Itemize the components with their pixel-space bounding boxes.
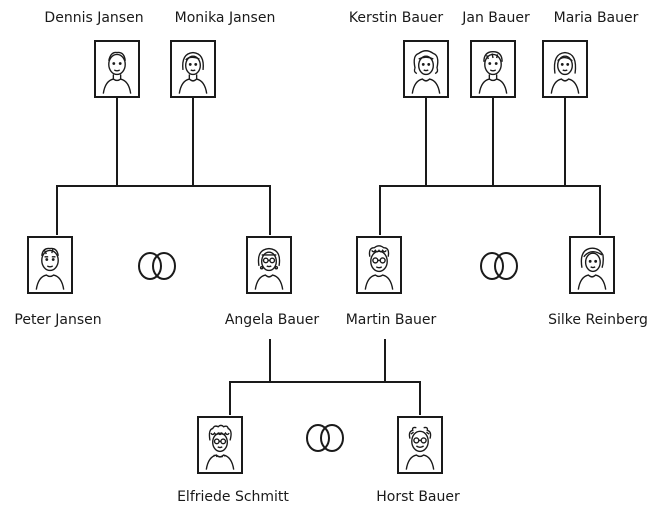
portrait-horst-bauer [397,416,443,474]
woman-face-icon [254,247,284,290]
name-martin-bauer: Martin Bauer [345,312,437,328]
man-face-icon [405,426,435,470]
wedding-rings-icon [301,420,349,456]
woman-face-icon [178,51,208,94]
man-face-icon [364,245,394,290]
woman-face-icon [577,247,607,290]
portrait-maria-bauer [542,40,588,98]
portrait-elfriede-schmitt [197,416,243,474]
wedding-rings-icon [475,248,523,284]
man-face-icon [478,50,508,94]
name-maria-bauer: Maria Bauer [553,10,639,26]
name-dennis-jansen: Dennis Jansen [44,10,144,26]
portrait-angela-bauer [246,236,292,294]
man-face-icon [35,247,65,290]
portrait-silke-reinberg [569,236,615,294]
name-jan-bauer: Jan Bauer [462,10,530,26]
woman-face-icon [411,50,441,94]
man-face-icon [102,51,132,94]
portrait-dennis-jansen [94,40,140,98]
portrait-peter-jansen [27,236,73,294]
name-kerstin-bauer: Kerstin Bauer [348,10,444,26]
portrait-kerstin-bauer [403,40,449,98]
woman-face-icon [205,424,235,470]
wedding-rings-icon [133,248,181,284]
name-horst-bauer: Horst Bauer [376,489,460,505]
portrait-monika-jansen [170,40,216,98]
name-angela-bauer: Angela Bauer [224,312,320,328]
name-silke-reinberg: Silke Reinberg [548,312,648,328]
portrait-martin-bauer [356,236,402,294]
woman-face-icon [550,51,580,94]
name-monika-jansen: Monika Jansen [174,10,276,26]
name-peter-jansen: Peter Jansen [14,312,102,328]
name-elfriede-schmitt: Elfriede Schmitt [177,489,289,505]
portrait-jan-bauer [470,40,516,98]
